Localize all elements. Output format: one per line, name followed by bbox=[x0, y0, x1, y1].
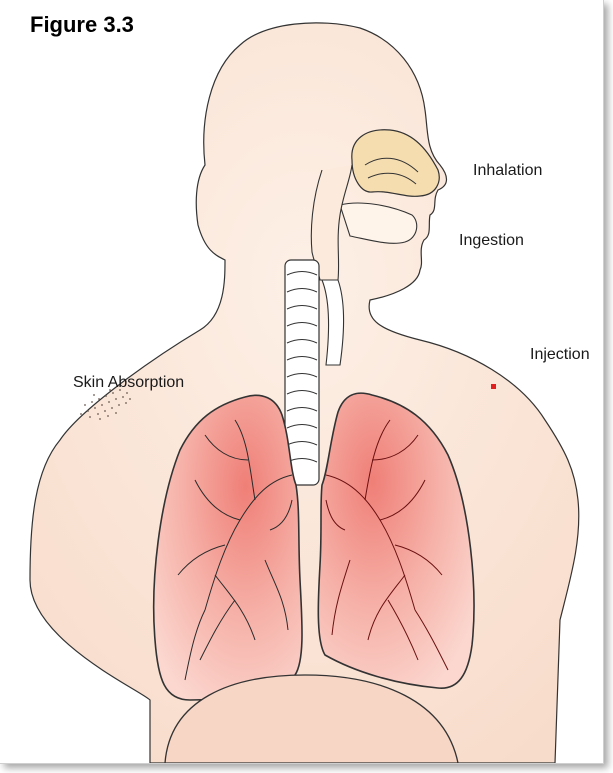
injection-mark bbox=[491, 384, 496, 389]
label-inhalation: Inhalation bbox=[473, 162, 542, 180]
figure-title: Figure 3.3 bbox=[30, 12, 134, 38]
label-injection: Injection bbox=[530, 346, 590, 364]
label-ingestion: Ingestion bbox=[459, 232, 524, 250]
label-skin-absorption: Skin Absorption bbox=[73, 374, 184, 392]
figure-frame: Figure 3.3 Inhalation Ingestion Injectio… bbox=[0, 0, 604, 764]
